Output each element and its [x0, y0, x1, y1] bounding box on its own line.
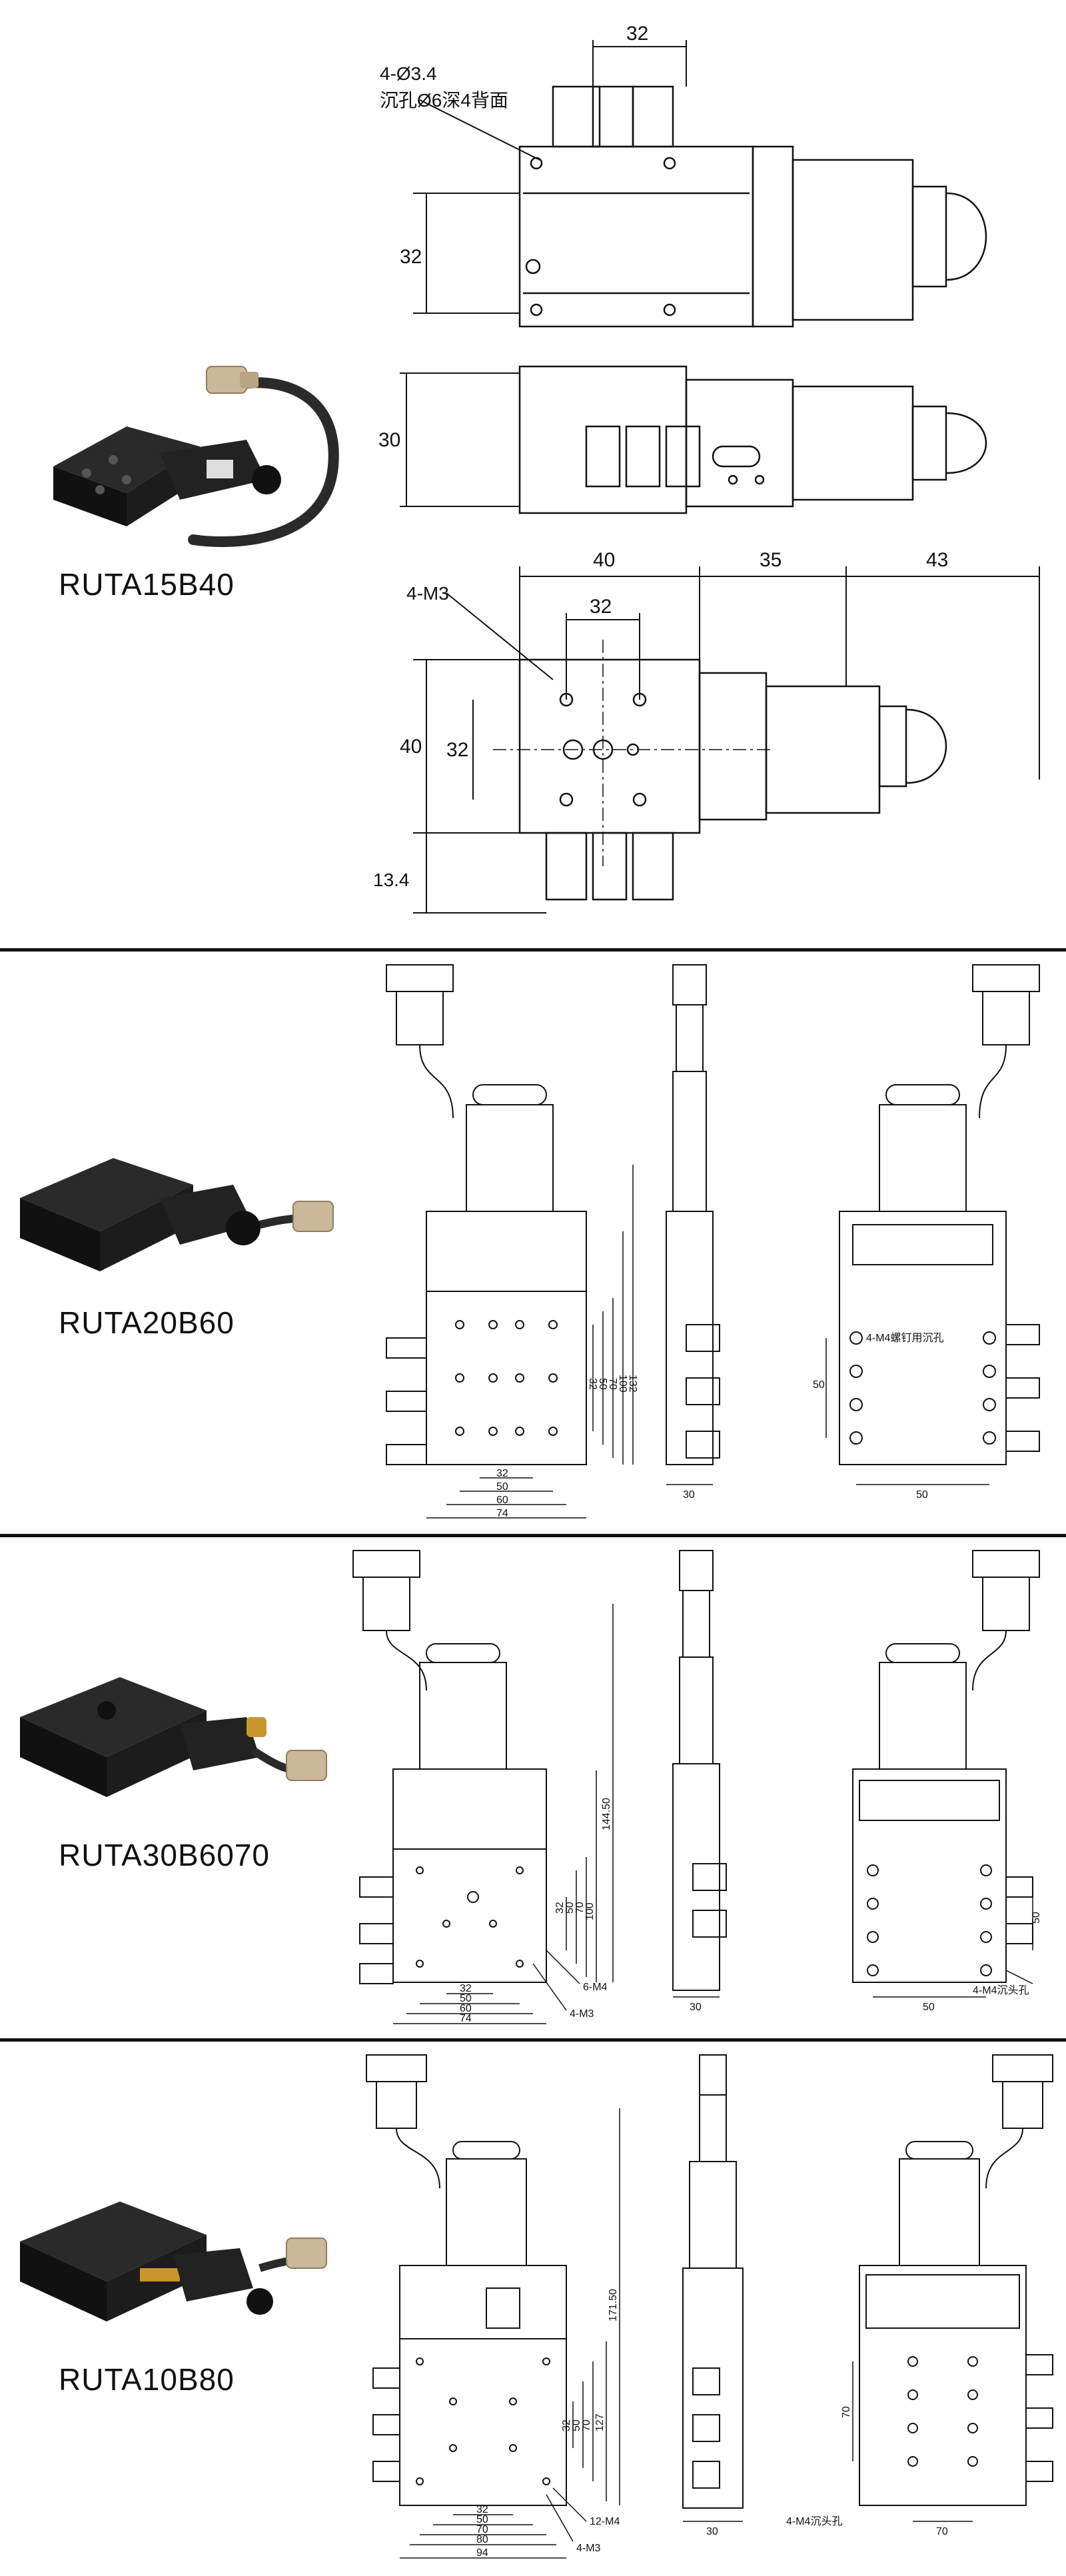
product-section-2: RUTA20B60 [0, 952, 1066, 1533]
product-photo [20, 1677, 327, 1797]
back-note-label: 4-M4沉头孔 [973, 1984, 1029, 1996]
dim-width-32: 32 [476, 2504, 488, 2515]
dim-height-171-50: 171.50 [608, 2289, 619, 2321]
hole-spec-note: 沉孔Ø6深4背面 [380, 90, 508, 111]
back-width-label: 50 [916, 1489, 928, 1501]
dim-height-70: 70 [581, 2419, 592, 2431]
product-photo [20, 2202, 327, 2321]
product-photo [53, 366, 339, 547]
hole-spec-label: 4-Ø3.4 [380, 63, 437, 84]
back-height-label: 50 [1031, 1912, 1042, 1924]
product-section-3: RUTA30B6070 [0, 1537, 1066, 2036]
dim-height-132: 132 [627, 1375, 638, 1393]
top-width-label: 32 [626, 23, 648, 45]
front-inner-height-label: 32 [446, 739, 468, 761]
dim-width-60: 60 [460, 2003, 472, 2014]
back-height-label: 50 [813, 1379, 825, 1391]
front-height-label: 40 [400, 736, 422, 758]
dim-height-127: 127 [594, 2413, 606, 2431]
dim-height-32: 32 [561, 2419, 572, 2431]
thread-label-1: 6-M4 [583, 1982, 608, 1993]
model-name: RUTA15B40 [59, 567, 235, 602]
model-name: RUTA10B80 [59, 2362, 235, 2397]
dim-width-60: 60 [496, 1495, 508, 1506]
dim-height-32: 32 [554, 1902, 566, 1914]
dim-width-94: 94 [476, 2547, 488, 2559]
dim-height-32: 32 [587, 1378, 598, 1390]
dim-height-50: 50 [597, 1378, 608, 1390]
technical-drawing: 32 4-Ø3.4 沉孔Ø6深4背面 32 30 40 35 43 4-M3 3… [373, 23, 1040, 914]
dim-width-50: 50 [496, 1481, 508, 1493]
dim-width-80: 80 [476, 2534, 488, 2545]
section-divider [0, 2038, 1066, 2042]
back-width-label: 50 [923, 2002, 935, 2013]
front-bottom-label: 13.4 [373, 870, 410, 890]
front-inner-width-label: 32 [590, 596, 612, 618]
dim-height-50: 50 [571, 2419, 582, 2431]
dim-height-144-50: 144.50 [601, 1798, 612, 1830]
back-note-label: 4-M4沉头孔 [786, 2515, 842, 2527]
thread-label-2: 4-M3 [576, 2543, 601, 2554]
product-section-1: RUTA15B40 [0, 0, 1066, 946]
technical-drawing: 32 50 70 80 94 32 50 70 127 171.50 12-M4… [366, 2054, 1053, 2559]
side-height-label: 30 [378, 429, 400, 451]
back-note-label: 4-M4螺钉用沉孔 [866, 1332, 943, 1344]
product-photo [20, 1158, 334, 1271]
top-height-label: 32 [400, 246, 422, 268]
model-name: RUTA20B60 [59, 1305, 235, 1340]
back-height-label: 70 [841, 2406, 852, 2418]
dim-height-100: 100 [584, 1902, 596, 1920]
side-width-label: 30 [690, 2002, 702, 2013]
technical-drawing: 32 50 60 74 32 50 70 100 132 30 50 50 4-… [386, 964, 1040, 1519]
front-motor-label: 43 [926, 549, 948, 571]
dim-width-50: 50 [460, 1993, 472, 2004]
section-divider [0, 1534, 1066, 1537]
dim-width-74: 74 [496, 1508, 508, 1519]
front-middle-label: 35 [760, 549, 782, 571]
dim-height-100: 100 [617, 1375, 628, 1393]
technical-drawing: 32 50 60 74 32 50 70 100 144.50 6-M4 4-M… [352, 1550, 1042, 2024]
dim-width-70: 70 [476, 2524, 488, 2535]
product-section-4: RUTA10B80 [0, 2042, 1066, 2575]
thread-label-1: 12-M4 [590, 2516, 620, 2527]
back-width-label: 70 [936, 2526, 948, 2537]
dim-width-32: 32 [496, 1468, 508, 1479]
dim-width-74: 74 [460, 2013, 472, 2024]
thread-label-2: 4-M3 [570, 2008, 594, 2020]
dim-height-70: 70 [574, 1902, 586, 1914]
model-name: RUTA30B6070 [59, 1838, 270, 1872]
dim-width-32: 32 [460, 1983, 472, 1994]
side-width-label: 30 [706, 2526, 718, 2537]
side-width-label: 30 [683, 1489, 695, 1501]
dim-height-70: 70 [607, 1378, 618, 1390]
front-width-label: 40 [593, 549, 615, 571]
thread-spec-label: 4-M3 [406, 583, 449, 604]
section-divider [0, 948, 1066, 952]
dim-height-50: 50 [564, 1902, 576, 1914]
dim-width-50: 50 [476, 2514, 488, 2525]
